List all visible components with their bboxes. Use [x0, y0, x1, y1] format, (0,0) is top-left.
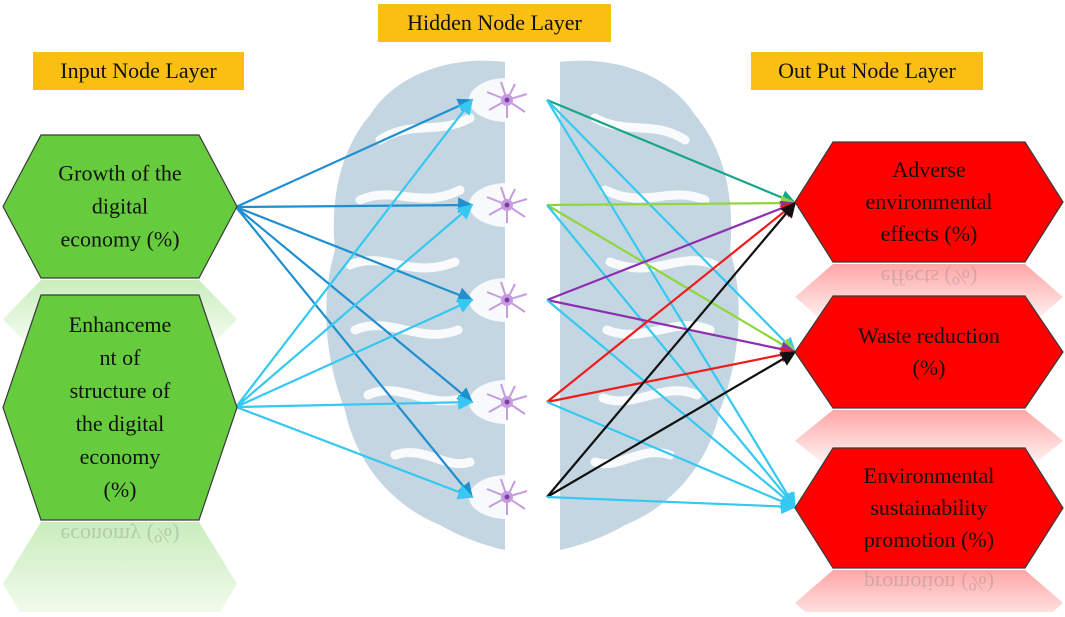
input-node-2-label-line: the digital	[76, 411, 165, 436]
edge-input-2-to-hidden-1	[235, 98, 473, 408]
output-node-3-shape	[794, 447, 1064, 569]
output-node-3-reflection: promotion (%)	[795, 570, 1063, 617]
output-node-2: Waste reduction (%)	[794, 295, 1064, 472]
input-node-2-reflection-text: economy (%)	[60, 523, 179, 548]
brain-silhouette	[326, 60, 739, 551]
input-node-2-reflection: economy (%)	[3, 522, 237, 617]
edge-input-1-to-hidden-5	[235, 206, 473, 499]
output-node-1-shape	[794, 141, 1064, 263]
hidden-layer-label: Hidden Node Layer	[378, 4, 611, 42]
edge-input-2-to-hidden-3	[235, 298, 474, 409]
edge-hidden-2-to-output-2	[546, 204, 797, 353]
output-node-2-shape	[794, 295, 1064, 409]
edge-input-1-to-hidden-4	[235, 206, 474, 403]
neuron-icon	[469, 183, 545, 227]
output-node-3-label-line: sustainability	[870, 495, 987, 520]
edge-hidden-5-to-output-2	[546, 351, 797, 498]
output-node-3-label-line: Environmental	[864, 463, 995, 488]
edge-hidden-3-to-output-3	[546, 299, 797, 508]
output-node-3-reflection-text: promotion (%)	[864, 571, 994, 596]
edge-hidden-4-to-output-1	[546, 202, 797, 403]
edge-hidden-5-to-output-1	[546, 201, 796, 498]
output-node-2-label-line: Waste reduction	[858, 323, 1000, 348]
output-node-3-label-line: promotion (%)	[864, 527, 994, 552]
neuron-icon	[469, 278, 545, 322]
input-node-1-label-line: digital	[92, 194, 148, 219]
output-node-2-label-line: (%)	[913, 355, 946, 380]
output-node-1-reflection-text: effects (%)	[881, 265, 978, 290]
input-layer-label: Input Node Layer	[33, 52, 244, 90]
output-layer-label: Out Put Node Layer	[751, 52, 983, 90]
input-node-2-label-line: economy	[80, 444, 161, 469]
input-node-2: economy (%) Enhanceme nt of structure of the…	[2, 294, 238, 617]
input-node-2-label-line: (%)	[104, 477, 137, 502]
edge-hidden-3-to-output-2	[546, 298, 797, 357]
edge-input-2-to-hidden-2	[235, 203, 474, 408]
edge-hidden-3-to-output-1	[546, 200, 797, 302]
edge-input-1-to-hidden-1	[235, 98, 474, 209]
edge-hidden-2-to-output-3	[546, 204, 796, 509]
edge-input-2-to-hidden-4	[235, 394, 474, 410]
output-node-1-label-line: environmental	[865, 189, 992, 214]
edge-hidden-1-to-output-1	[546, 98, 797, 205]
output-node-3: promotion (%) Environmental sustainability…	[794, 447, 1064, 617]
input-node-2-label-line: nt of	[100, 345, 142, 370]
input-node-1-shape	[2, 134, 238, 279]
edge-hidden-2-to-output-1	[546, 195, 797, 211]
neuron-icon	[469, 78, 545, 122]
edge-input-1-to-hidden-2	[235, 197, 474, 213]
edge-input-2-to-hidden-5	[235, 405, 474, 500]
output-node-1-label-line: effects (%)	[881, 221, 978, 246]
edge-hidden-5-to-output-3	[546, 495, 797, 515]
neuron-icon	[469, 380, 545, 424]
input-node-2-shape	[2, 294, 238, 521]
input-node-2-label-line: Enhanceme	[69, 312, 172, 337]
neuron-icon	[469, 475, 545, 519]
edge-hidden-4-to-output-2	[546, 347, 797, 404]
input-node-1-label-line: Growth of the	[58, 161, 181, 186]
edge-hidden-4-to-output-3	[546, 400, 797, 509]
input-node-1-label-line: economy (%)	[60, 227, 179, 252]
edge-hidden-1-to-output-2	[546, 99, 797, 354]
output-node-1-label-line: Adverse	[892, 157, 965, 182]
input-node-2-label-line: structure of	[70, 378, 171, 403]
